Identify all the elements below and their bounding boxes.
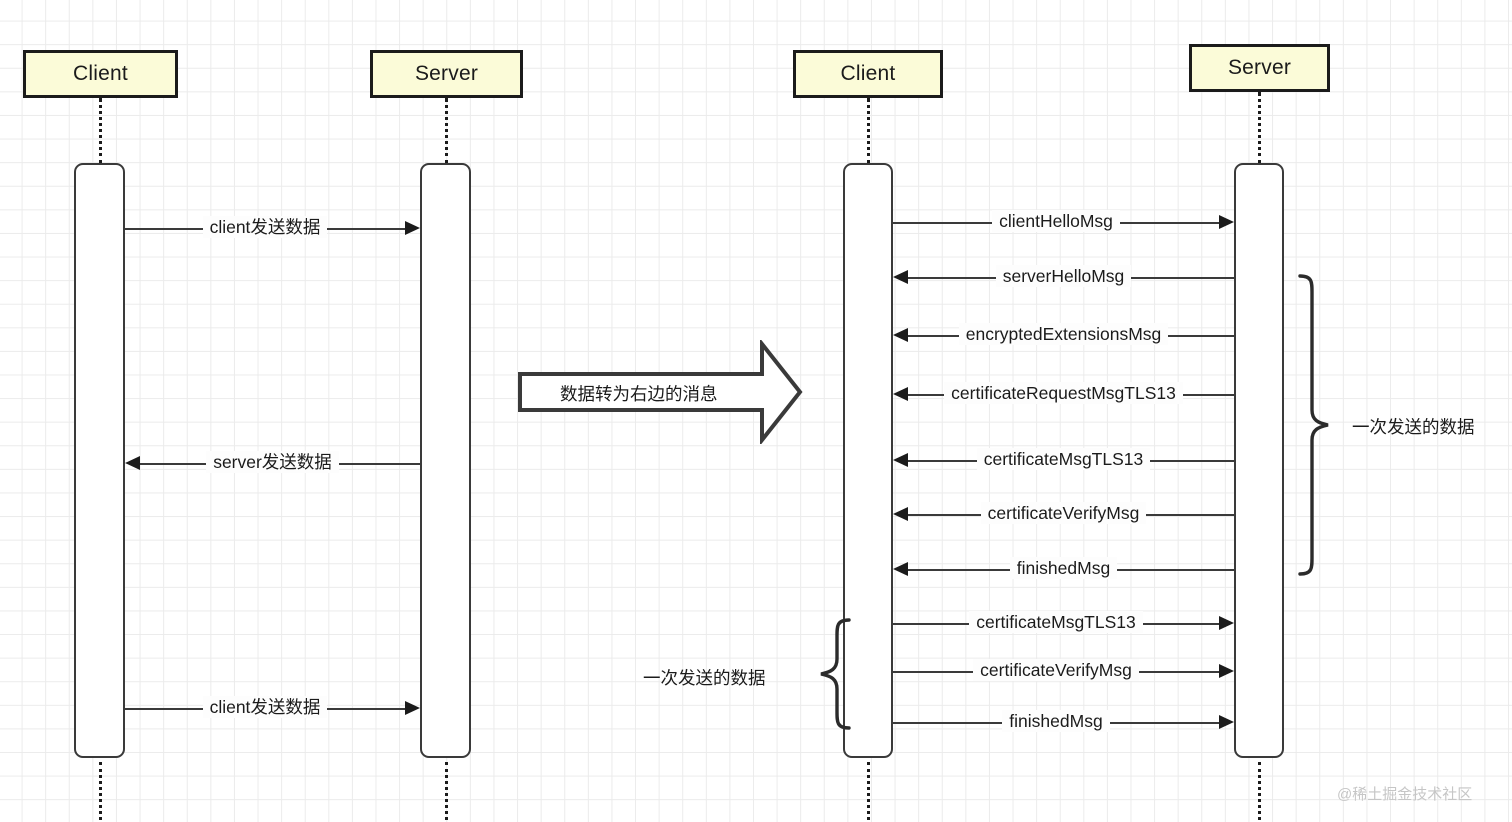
- message-label: server发送数据: [125, 451, 420, 473]
- message-label: certificateVerifyMsg: [893, 659, 1219, 681]
- lifeline-left-server-tail: [445, 762, 448, 820]
- activation-bar-right-client: [843, 163, 893, 758]
- brace-left-icon: [820, 618, 851, 730]
- arrowhead-left-icon: [893, 269, 908, 284]
- message-label: finishedMsg: [893, 557, 1234, 579]
- arrowhead-left-icon: [893, 327, 908, 342]
- transition-arrow-label: 数据转为右边的消息: [560, 384, 718, 404]
- arrowhead-right-icon: [405, 220, 420, 235]
- arrowhead-left-icon: [893, 386, 908, 401]
- arrowhead-right-icon: [1219, 714, 1234, 729]
- transition-arrow-icon: [518, 340, 803, 444]
- message-label: certificateMsgTLS13: [893, 448, 1234, 470]
- lifeline-left-client: [99, 98, 102, 164]
- arrowhead-left-icon: [893, 452, 908, 467]
- arrowhead-left-icon: [125, 455, 140, 470]
- lifeline-right-server: [1258, 92, 1261, 164]
- message-label: finishedMsg: [893, 710, 1219, 732]
- message-label: certificateMsgTLS13: [893, 611, 1219, 633]
- message-label: encryptedExtensionsMsg: [893, 323, 1234, 345]
- arrowhead-right-icon: [1219, 615, 1234, 630]
- lifeline-right-client: [867, 98, 870, 164]
- message-label: client发送数据: [125, 696, 405, 718]
- participant-label: Client: [840, 62, 896, 85]
- participant-label: Client: [73, 62, 128, 85]
- arrowhead-left-icon: [893, 561, 908, 576]
- brace-right-icon: [1298, 274, 1329, 576]
- lifeline-right-client-tail: [867, 762, 870, 820]
- message-label: certificateVerifyMsg: [893, 502, 1234, 524]
- participant-box-right-server[interactable]: Server: [1189, 44, 1330, 92]
- watermark: @稀土掘金技术社区: [1337, 786, 1473, 803]
- arrowhead-left-icon: [893, 506, 908, 521]
- lifeline-right-server-tail: [1258, 762, 1261, 820]
- participant-box-left-client[interactable]: Client: [23, 50, 178, 98]
- message-label: certificateRequestMsgTLS13: [893, 382, 1234, 404]
- message-label: serverHelloMsg: [893, 265, 1234, 287]
- message-label: clientHelloMsg: [893, 210, 1219, 232]
- message-label: client发送数据: [125, 216, 405, 238]
- activation-bar-left-client: [74, 163, 125, 758]
- arrowhead-right-icon: [1219, 663, 1234, 678]
- brace-right-label: 一次发送的数据: [1352, 417, 1475, 437]
- arrowhead-right-icon: [1219, 214, 1234, 229]
- participant-box-right-client[interactable]: Client: [793, 50, 943, 98]
- lifeline-left-server: [445, 98, 448, 164]
- participant-label: Server: [1227, 56, 1292, 79]
- participant-box-left-server[interactable]: Server: [370, 50, 523, 98]
- lifeline-left-client-tail: [99, 762, 102, 820]
- participant-label: Server: [414, 62, 479, 85]
- activation-bar-left-server: [420, 163, 471, 758]
- arrowhead-right-icon: [405, 700, 420, 715]
- activation-bar-right-server: [1234, 163, 1284, 758]
- brace-left-label: 一次发送的数据: [643, 668, 766, 688]
